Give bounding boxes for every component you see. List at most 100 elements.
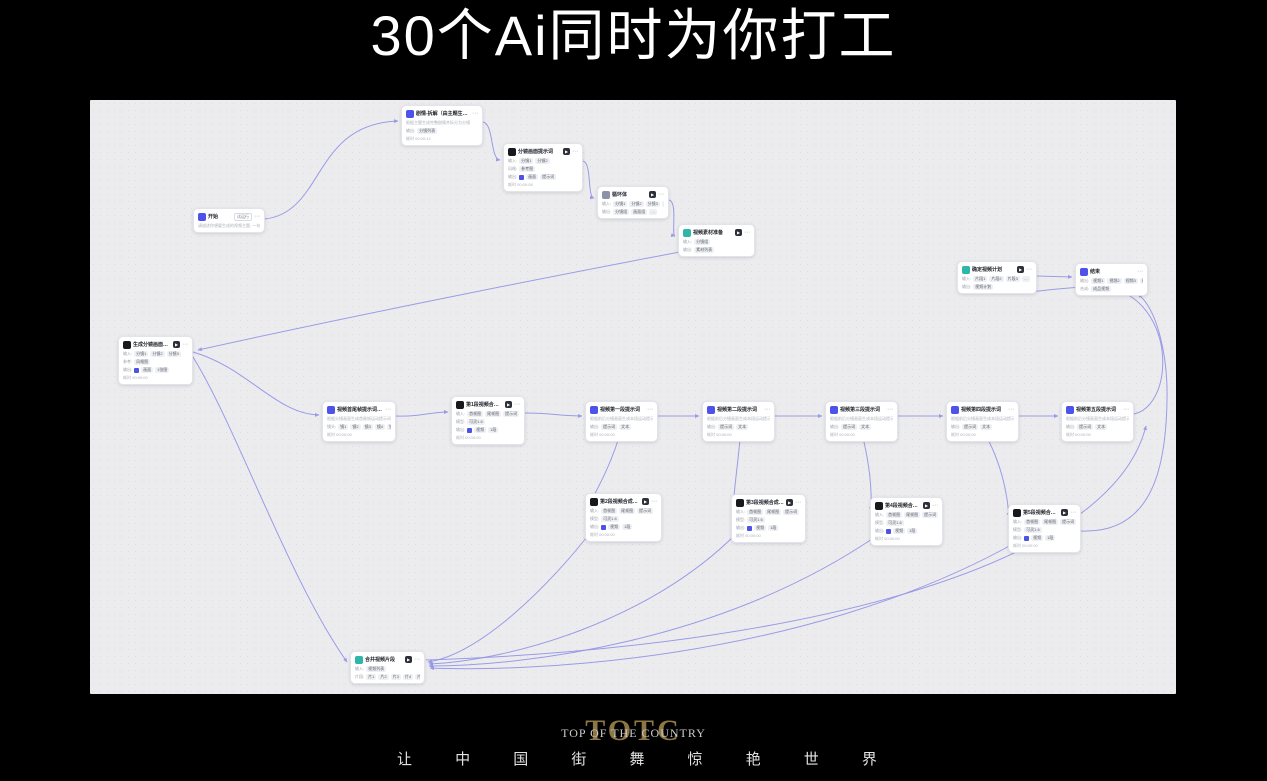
run-node-button[interactable]: ▶: [642, 498, 649, 505]
node-more-icon[interactable]: ⋯: [1137, 268, 1143, 275]
node-material[interactable]: 视频素材准备▶⋯输入:分镜组输出:素材列表: [678, 224, 755, 257]
value-chip: 视频列表: [366, 666, 387, 672]
node-row: 输入:首帧图尾帧图提示词: [736, 509, 801, 515]
node-more-icon[interactable]: ⋯: [658, 191, 664, 198]
workflow-edge-1: [482, 121, 501, 162]
value-chip: 片段3: [1005, 276, 1020, 282]
node-title: 视频首尾帧提示词（按分镜可调细节）: [337, 407, 383, 413]
node-seg-prompt-2[interactable]: 视频第二段提示词⋯根据前后分镜画面生成本段运动提示词输出:提示词文本耗时 00:…: [702, 401, 775, 442]
run-node-button[interactable]: ▶: [563, 148, 570, 155]
value-chip: 视频计划: [973, 284, 994, 290]
node-more-icon[interactable]: ⋯: [182, 341, 188, 348]
node-more-icon[interactable]: ⋯: [1026, 266, 1032, 273]
node-row: 耗时 00:00:00: [1013, 543, 1076, 549]
workflow-edge-5: [192, 356, 348, 663]
node-storyboard-image[interactable]: 生成分镜画面（可单独重跑定制）▶⋯输入:分镜1分镜2分镜3参考:风格图输出:画面…: [118, 336, 193, 385]
node-more-icon[interactable]: ⋯: [744, 229, 750, 236]
run-node-button[interactable]: ▶: [923, 502, 930, 509]
value-chip: 提示词: [718, 424, 735, 430]
value-chip: 提示词: [783, 509, 800, 515]
value-chip: 分镜1: [134, 351, 149, 357]
node-row: 输入:视频列表: [355, 666, 420, 672]
value-chip: 片段1: [973, 276, 988, 282]
run-node-button[interactable]: ▶: [735, 229, 742, 236]
node-more-icon[interactable]: ⋯: [651, 498, 657, 505]
node-more-icon[interactable]: ⋯: [795, 499, 801, 506]
node-more-icon[interactable]: ⋯: [514, 401, 520, 408]
run-node-button[interactable]: ▶: [786, 499, 793, 506]
node-gen-2[interactable]: 第2段视频合成（可单独重跑定制）▶⋯输入:首帧图尾帧图提示词模型:可灵1.6输出…: [585, 493, 662, 542]
node-row: 耗时 00:00:08: [508, 182, 578, 188]
node-more-icon[interactable]: ⋯: [764, 406, 770, 413]
node-end[interactable]: 结束⋯输出:视频1视频2视频3视频4…合成:成品视频: [1075, 263, 1148, 296]
value-chip: 1张图: [155, 367, 170, 373]
value-chip: 镜3: [362, 424, 373, 430]
row-text: 根据前后分镜画面生成本段运动提示词: [707, 416, 770, 421]
node-header: 循环体▶⋯: [602, 190, 664, 199]
node-seg-prompt-4[interactable]: 视频第四段提示词⋯根据前后分镜画面生成本段运动提示词输出:提示词文本耗时 00:…: [946, 401, 1019, 442]
node-more-icon[interactable]: ⋯: [385, 406, 391, 413]
row-label: 模型:: [875, 520, 885, 525]
node-gen-3[interactable]: 第3段视频合成（可单独重跑定制）▶⋯输入:首帧图尾帧图提示词模型:可灵1.6输出…: [731, 494, 806, 543]
node-more-icon[interactable]: ⋯: [472, 110, 478, 117]
node-gen-1[interactable]: 第1段视频合成（可单独重跑定制）▶⋯输入:首帧图尾帧图提示词模型:可灵1.6输出…: [451, 396, 525, 445]
workflow-edge-14: [1036, 274, 1073, 279]
node-header: 第2段视频合成（可单独重跑定制）▶⋯: [590, 497, 657, 506]
row-label: 模型:: [1013, 527, 1023, 532]
workflow-edge-22: [429, 543, 1014, 671]
storyboard-image-icon: [123, 340, 131, 349]
value-chip: 首帧图: [601, 508, 618, 514]
node-more-icon[interactable]: ⋯: [254, 213, 260, 220]
node-loop[interactable]: 循环体▶⋯输入:分镜1分镜2分镜3分镜4输出:分镜组画面组…: [597, 186, 669, 219]
slogan-char: 舞: [629, 752, 645, 768]
node-more-icon[interactable]: ⋯: [647, 406, 653, 413]
node-title: 剧情-拆解（由主题生成分镜）: [416, 111, 470, 117]
node-row: 镜头:镜1镜2镜3镜4镜5镜6: [327, 424, 391, 430]
run-node-button[interactable]: ▶: [649, 191, 656, 198]
value-chip: 首帧图: [467, 411, 484, 417]
node-seg-prompt-3[interactable]: 视频第三段提示词⋯根据前后分镜画面生成本段运动提示词输出:提示词文本耗时 00:…: [825, 401, 898, 442]
row-text: 耗时 00:00:00: [736, 533, 761, 538]
run-node-button[interactable]: ▶: [1017, 266, 1024, 273]
node-gen-4[interactable]: 第4段视频合成（可单独重跑定制）▶⋯输入:首帧图尾帧图提示词模型:可灵1.6输出…: [870, 497, 943, 546]
run-node-button[interactable]: ▶: [1061, 509, 1068, 516]
value-chip: 视频: [1031, 535, 1044, 541]
value-chip: 视频3: [1123, 278, 1138, 284]
node-headtail-prompt[interactable]: 视频首尾帧提示词（按分镜可调细节）⋯根据分镜画面生成首尾帧运动提示词镜头:镜1镜…: [322, 401, 396, 442]
run-node-button[interactable]: ▶: [173, 341, 180, 348]
node-row: 耗时 00:00:00: [590, 432, 653, 438]
output-type-icon: [601, 524, 607, 530]
row-text: 根据前后分镜画面生成本段运动提示词: [951, 416, 1014, 421]
run-node-button[interactable]: ▶: [405, 656, 412, 663]
node-more-icon[interactable]: ⋯: [932, 502, 938, 509]
node-more-icon[interactable]: ⋯: [414, 656, 420, 663]
node-more-icon[interactable]: ⋯: [1070, 509, 1076, 516]
node-more-icon[interactable]: ⋯: [887, 406, 893, 413]
value-chip: 分镜4: [661, 201, 664, 207]
node-more-icon[interactable]: ⋯: [1123, 406, 1129, 413]
value-chip: 镜4: [374, 424, 386, 430]
node-header: 视频第三段提示词⋯: [830, 405, 893, 414]
node-row: 根据前后分镜画面生成本段运动提示词: [951, 416, 1014, 422]
node-more-icon[interactable]: ⋯: [572, 148, 578, 155]
workflow-edge-8: [524, 412, 583, 418]
loop-icon: [602, 190, 610, 199]
node-concat[interactable]: 合并视频片段▶⋯输入:视频列表片段:片1片2片3片4片5片6…: [350, 651, 425, 684]
run-node-button[interactable]: ▶: [505, 401, 512, 408]
value-chip: 首帧图: [1024, 519, 1041, 525]
value-chip: 可灵1.6: [1024, 527, 1042, 533]
node-header: 视频第四段提示词⋯: [951, 405, 1014, 414]
value-chip: 视频2: [1107, 278, 1122, 284]
value-chip: 分镜1: [613, 201, 628, 207]
value-chip: 提示词: [540, 174, 557, 180]
node-story-split[interactable]: 剧情-拆解（由主题生成分镜）⋯根据主题生成完整剧情并拆分为分镜输出:分镜列表耗时…: [401, 105, 483, 146]
node-seg-prompt-1[interactable]: 视频第一段提示词⋯根据前后分镜画面生成本段运动提示词输出:提示词文本耗时 00:…: [585, 401, 658, 442]
node-seg-prompt-5[interactable]: 视频第五段提示词⋯根据前后分镜画面生成本段运动提示词输出:提示词文本耗时 00:…: [1061, 401, 1134, 442]
node-more-icon[interactable]: ⋯: [1008, 406, 1014, 413]
node-gen-5[interactable]: 第5段视频合成（可单独重跑定制）▶⋯输入:首帧图尾帧图提示词模型:可灵1.6输出…: [1008, 504, 1081, 553]
